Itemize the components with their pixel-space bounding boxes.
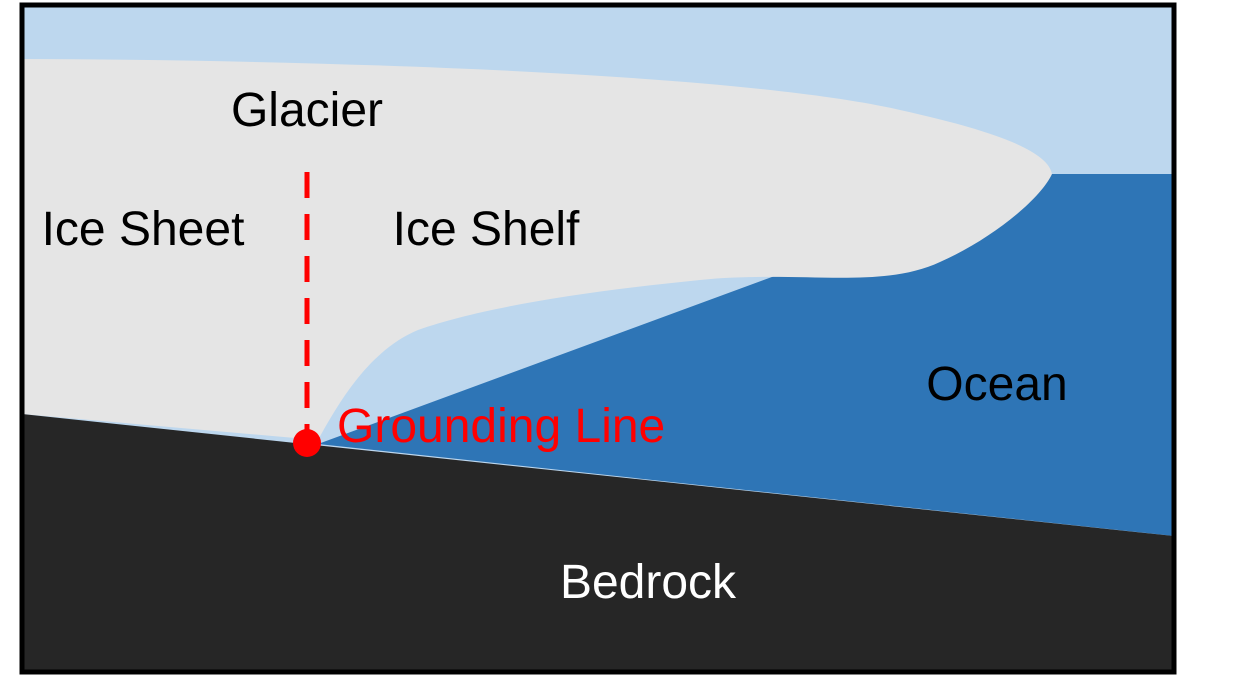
bedrock-region: [22, 414, 1174, 672]
ice-sheet-label: Ice Sheet: [42, 203, 245, 256]
ice-region: [22, 59, 1052, 440]
ice-shelf-label: Ice Shelf: [393, 203, 580, 256]
grounding-line-point: [293, 429, 321, 457]
glacier-label: Glacier: [231, 84, 383, 137]
bedrock-label: Bedrock: [560, 556, 737, 609]
grounding-line-label: Grounding Line: [337, 400, 665, 453]
ocean-label: Ocean: [926, 358, 1067, 411]
diagram-border: [19, 2, 1177, 675]
ocean-region: [318, 174, 1174, 536]
